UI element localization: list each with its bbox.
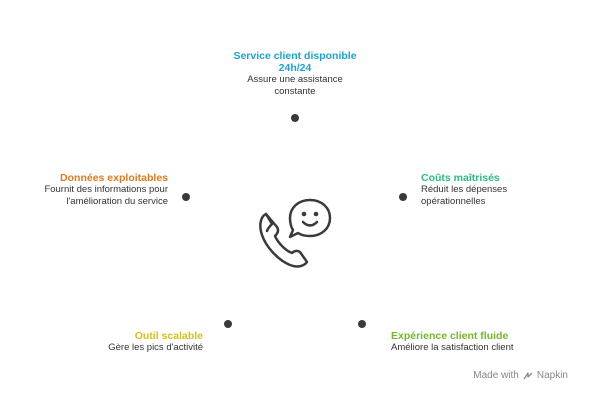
- item-description: Réduit les dépenses opérationnelles: [421, 184, 581, 208]
- item-description: Assure une assistance constante: [195, 74, 395, 98]
- napkin-brand-label: Napkin: [536, 370, 568, 381]
- item-title: Données exploitables: [60, 172, 168, 184]
- phone-chat-smiley-icon: [250, 190, 340, 280]
- desc-line: Fournit des informations pour: [44, 184, 168, 195]
- title-line: Service client disponible: [233, 50, 357, 62]
- dot-top: [291, 114, 299, 122]
- napkin-footer: Made with Napkin: [473, 370, 568, 381]
- item-outil-scalable: Outil scalable Gère les pics d'activité: [60, 330, 203, 354]
- item-description: Fournit des informations pour l'améliora…: [10, 184, 168, 208]
- title-line: 24h/24: [278, 62, 312, 74]
- item-service-client: Service client disponible 24h/24 Assure …: [195, 50, 395, 98]
- dot-bottom-right: [358, 320, 366, 328]
- item-description: Gère les pics d'activité: [108, 342, 203, 353]
- item-experience-client: Expérience client fluide Améliore la sat…: [391, 330, 561, 354]
- desc-line: Réduit les dépenses: [421, 184, 508, 195]
- item-title: Outil scalable: [134, 330, 203, 342]
- desc-line: Assure une assistance: [247, 74, 343, 85]
- napkin-logo-icon: [523, 371, 533, 381]
- dot-left: [182, 193, 190, 201]
- item-title: Coûts maîtrisés: [421, 172, 500, 184]
- item-title: Service client disponible 24h/24: [195, 50, 395, 74]
- item-couts-maitrises: Coûts maîtrisés Réduit les dépenses opér…: [421, 172, 581, 208]
- item-donnees-exploitables: Données exploitables Fournit des informa…: [10, 172, 168, 208]
- desc-line: l'amélioration du service: [66, 196, 168, 207]
- item-description: Améliore la satisfaction client: [391, 342, 514, 353]
- dot-bottom-left: [224, 320, 232, 328]
- desc-line: constante: [274, 86, 316, 97]
- made-with-label: Made with: [473, 370, 519, 381]
- dot-right: [399, 193, 407, 201]
- item-title: Expérience client fluide: [391, 330, 509, 342]
- desc-line: opérationnelles: [421, 196, 486, 207]
